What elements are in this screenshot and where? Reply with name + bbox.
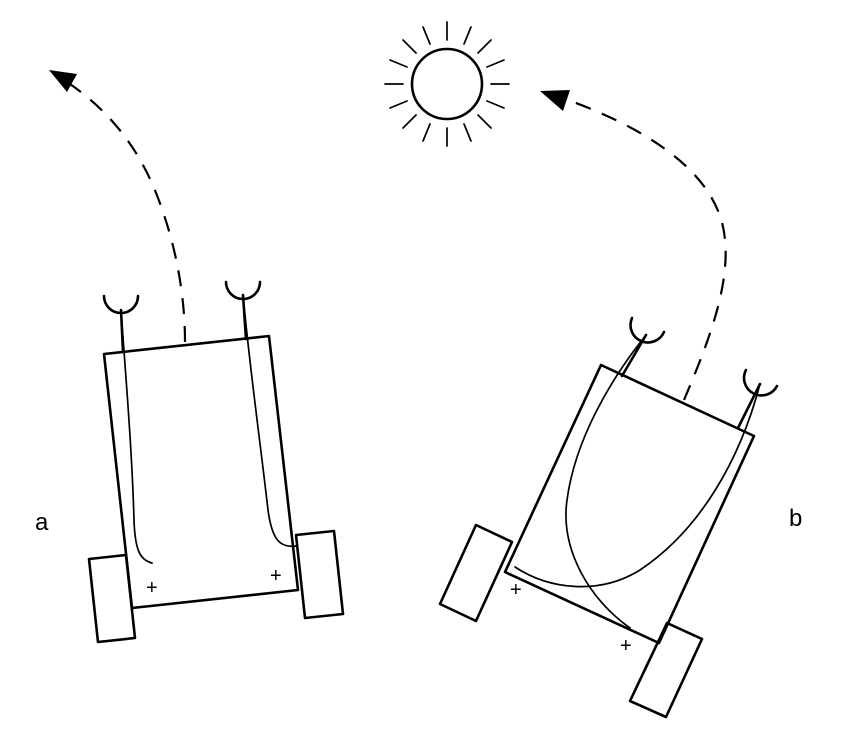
arrow-head-icon (49, 70, 77, 92)
wheel-icon (294, 529, 345, 620)
wire-a-right (242, 294, 297, 548)
wheel-icon (628, 621, 704, 719)
label-b: b (789, 505, 802, 532)
vehicle-a: + + (49, 70, 345, 644)
sensor-icon (629, 316, 666, 344)
vehicle-b: + + (438, 90, 779, 719)
sensor-icon (742, 368, 779, 397)
trajectory-a (63, 79, 187, 343)
wire-a-left (120, 309, 153, 564)
trajectory-b (567, 98, 727, 401)
plus-sign-a-left: + (146, 577, 158, 599)
plus-sign-a-right: + (270, 565, 282, 587)
vehicle-a-body (102, 334, 300, 610)
arrow-head-icon (540, 90, 570, 111)
sensor-stalk-right (736, 382, 762, 430)
sun-icon (384, 21, 510, 147)
wire-b-right-to-left (514, 383, 761, 588)
plus-sign-b-left: + (510, 579, 522, 601)
wire-b-left-to-right (565, 334, 647, 629)
wheel-icon (438, 523, 514, 623)
wheel-icon (87, 553, 137, 644)
vehicle-b-body (503, 363, 756, 645)
plus-sign-b-right: + (620, 635, 632, 657)
label-a: a (35, 509, 49, 536)
